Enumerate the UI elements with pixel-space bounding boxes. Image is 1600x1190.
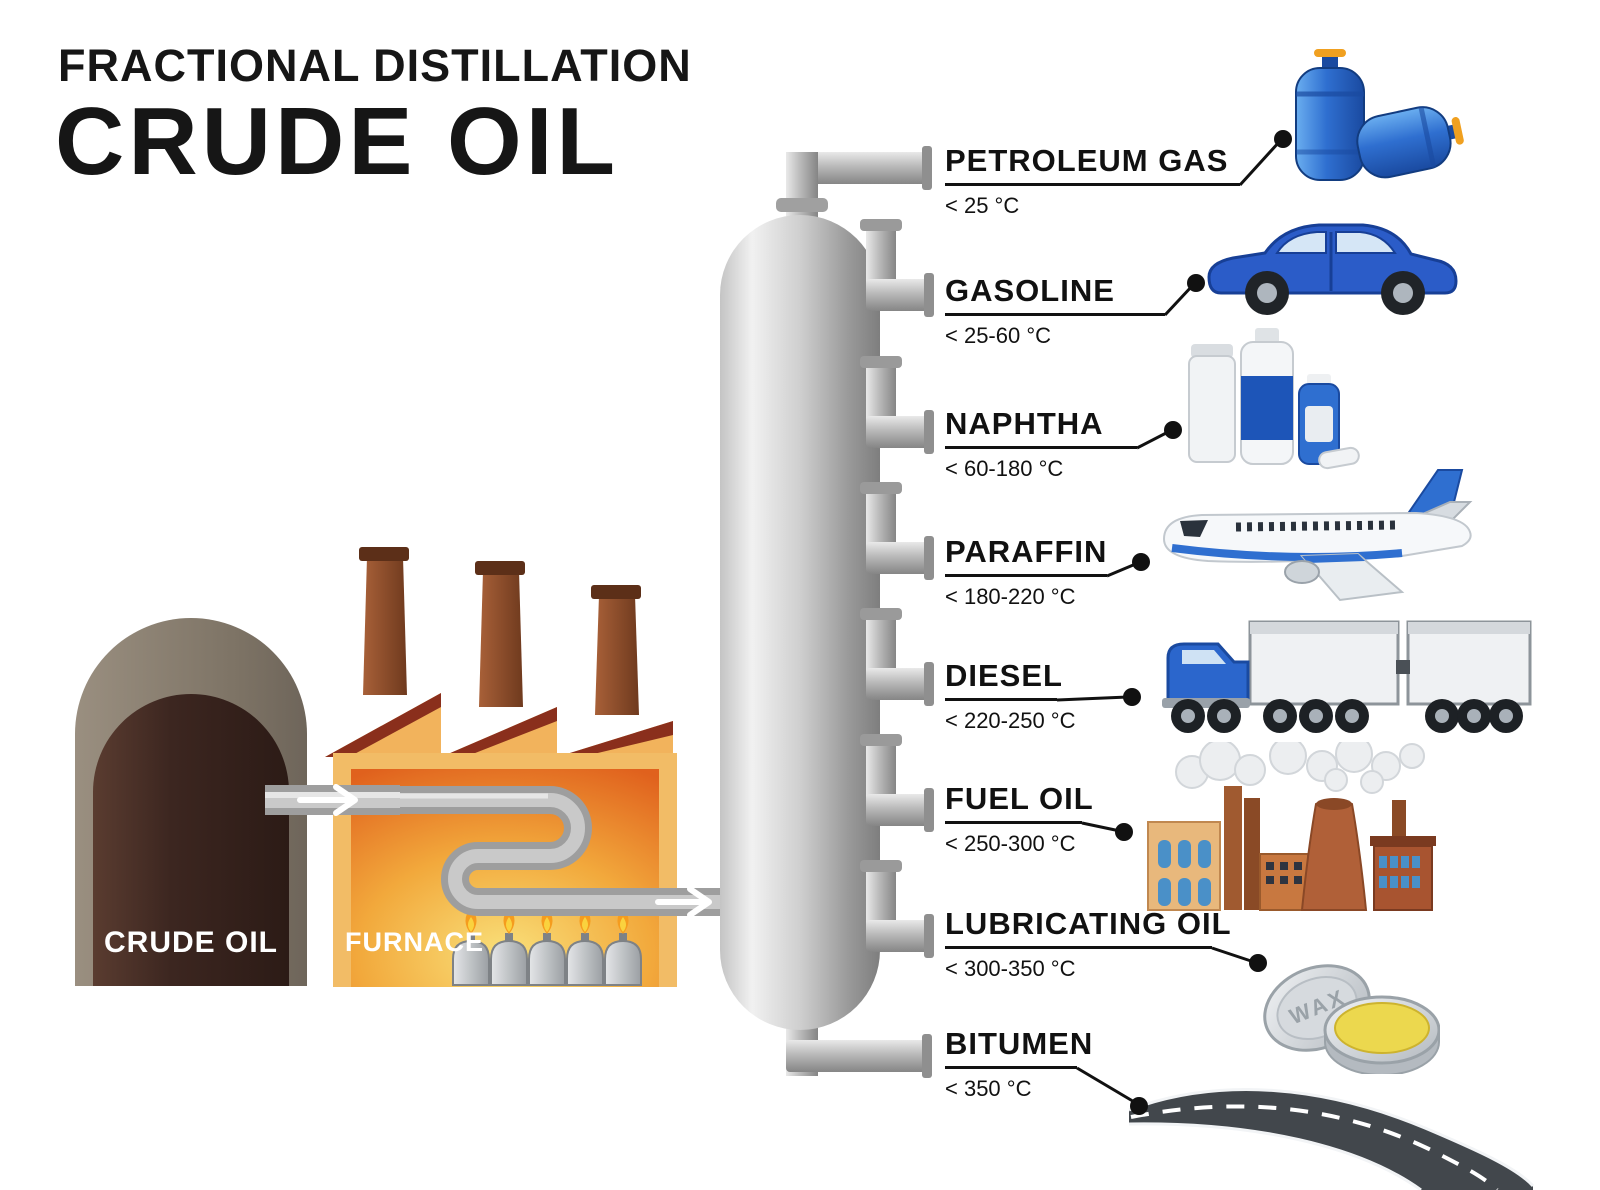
small-bottle bbox=[1298, 374, 1340, 465]
tank-interior bbox=[93, 694, 289, 986]
page-title-line2: CRUDE OIL bbox=[55, 88, 619, 195]
fraction-label-gasoline: GASOLINE bbox=[945, 273, 1165, 316]
factory-icon bbox=[1140, 742, 1440, 914]
fraction-label-bitumen: BITUMEN bbox=[945, 1026, 1092, 1069]
distillation-column bbox=[700, 140, 960, 1100]
smoke-clouds bbox=[1175, 742, 1425, 794]
fraction-label-naphtha: NAPHTHA bbox=[945, 406, 1137, 449]
tube-container bbox=[1188, 344, 1236, 463]
airplane-icon bbox=[1150, 460, 1485, 615]
column-top-outlet bbox=[776, 146, 932, 224]
fraction-temp-fuel-oil: < 250-300 °C bbox=[945, 831, 1076, 856]
fraction-label-diesel: DIESEL bbox=[945, 658, 1062, 701]
column-side-outlets bbox=[860, 219, 934, 958]
car-icon bbox=[1205, 203, 1460, 321]
wax-tin-icon bbox=[1255, 952, 1440, 1074]
road-icon bbox=[1125, 1062, 1535, 1190]
page-title-line1: FRACTIONAL DISTILLATION bbox=[58, 40, 692, 91]
furnace-chimneys bbox=[359, 547, 641, 715]
flow-arrow-icon bbox=[297, 784, 712, 918]
fraction-label-paraffin: PARAFFIN bbox=[945, 534, 1107, 577]
fraction-temp-bitumen: < 350 °C bbox=[945, 1076, 1032, 1101]
fraction-temp-gasoline: < 25-60 °C bbox=[945, 323, 1052, 348]
tank-label: CRUDE OIL bbox=[104, 926, 278, 959]
column-body bbox=[720, 215, 880, 1030]
truck-icon bbox=[1160, 612, 1535, 740]
fraction-label-petroleum-gas: PETROLEUM GAS bbox=[945, 143, 1240, 186]
chemical-bottles-icon bbox=[1185, 322, 1360, 470]
wax-tin-base bbox=[1323, 995, 1440, 1074]
fraction-label-lubricating-oil: LUBRICATING OIL bbox=[945, 906, 1231, 949]
feed-pipes bbox=[260, 760, 730, 920]
furnace-roof bbox=[325, 693, 673, 757]
lying-tube bbox=[1318, 446, 1360, 470]
upright-gas-cylinder bbox=[1295, 49, 1365, 181]
furnace-label: FURNACE bbox=[345, 927, 484, 957]
furnace-burners bbox=[452, 907, 642, 986]
fraction-temp-naphtha: < 60-180 °C bbox=[945, 456, 1064, 481]
fraction-temp-paraffin: < 180-220 °C bbox=[945, 584, 1076, 609]
fraction-temp-diesel: < 220-250 °C bbox=[945, 708, 1076, 733]
fraction-temp-lubricating-oil: < 300-350 °C bbox=[945, 956, 1076, 981]
large-bottle bbox=[1240, 328, 1294, 465]
fraction-temp-petroleum-gas: < 25 °C bbox=[945, 193, 1020, 218]
gas-cylinders-icon bbox=[1280, 48, 1465, 183]
lying-gas-cylinder bbox=[1356, 106, 1464, 179]
fraction-label-fuel-oil: FUEL OIL bbox=[945, 781, 1093, 824]
